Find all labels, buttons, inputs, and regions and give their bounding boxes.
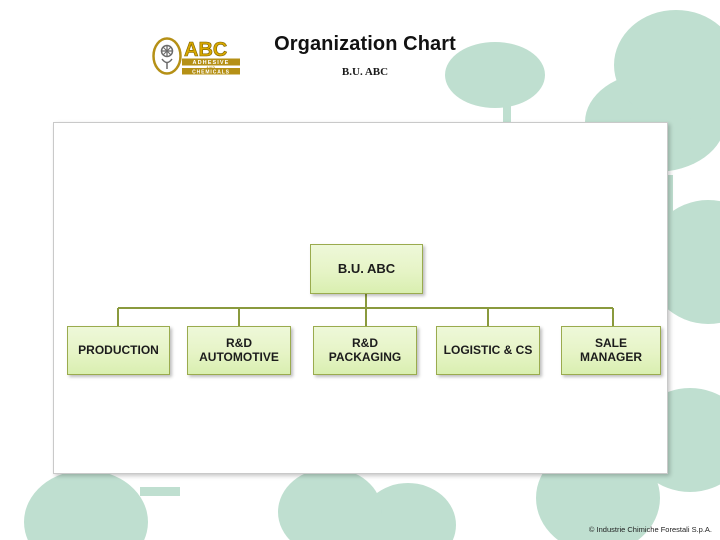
page-subtitle: B.U. ABC	[341, 66, 389, 78]
org-chart-connectors	[117, 294, 614, 326]
org-node-sale-manager-line1: SALE	[594, 336, 627, 351]
org-node-root-label: B.U. ABC	[337, 260, 396, 276]
org-node-root[interactable]: B.U. ABC	[310, 244, 423, 294]
org-node-logistic-cs-label: LOGISTIC & CS	[443, 342, 533, 357]
org-node-rd-packaging[interactable]: R&D PACKAGING	[313, 326, 417, 375]
leaf-shape	[360, 483, 456, 540]
org-node-rd-packaging-line2: PACKAGING	[328, 349, 402, 364]
leaf-shape	[24, 470, 148, 540]
leaf-stem	[140, 487, 180, 496]
org-node-production-label: PRODUCTION	[78, 342, 159, 357]
org-node-sale-manager[interactable]: SALE MANAGER	[561, 326, 661, 375]
copyright-footer: © Industrie Chimiche Forestali S.p.A.	[588, 525, 712, 534]
org-chart: B.U. ABC PRODUCTION R&D AUTOMOTIVE R&D P…	[54, 123, 669, 475]
org-node-rd-automotive-label: R&D AUTOMOTIVE	[191, 336, 287, 364]
org-node-rd-packaging-label: R&D PACKAGING	[321, 336, 409, 364]
logo-wordmark: ABC	[184, 39, 227, 61]
org-node-rd-automotive[interactable]: R&D AUTOMOTIVE	[187, 326, 291, 375]
logo-tagline-1: ADHESIVE	[193, 60, 230, 66]
org-node-rd-automotive-line2: AUTOMOTIVE	[199, 349, 279, 364]
leaf-stem	[560, 505, 606, 514]
logo-tagline-2: CHEMICALS	[192, 69, 230, 75]
org-node-production[interactable]: PRODUCTION	[67, 326, 170, 375]
org-node-rd-automotive-line1: R&D	[226, 336, 252, 351]
page-title: Organization Chart	[274, 33, 456, 55]
leaf-shape	[278, 468, 382, 540]
slide-header: ABC ADHESIVE AND CHEMICALS Organization …	[0, 0, 720, 110]
org-node-sale-manager-line2: MANAGER	[580, 349, 642, 364]
org-node-sale-manager-label: SALE MANAGER	[572, 336, 650, 364]
org-node-rd-packaging-line1: R&D	[351, 336, 378, 351]
abc-adhesive-and-chemicals-logo: ABC ADHESIVE AND CHEMICALS	[150, 36, 242, 76]
content-panel: B.U. ABC PRODUCTION R&D AUTOMOTIVE R&D P…	[53, 122, 668, 474]
org-node-logistic-cs[interactable]: LOGISTIC & CS	[436, 326, 540, 375]
